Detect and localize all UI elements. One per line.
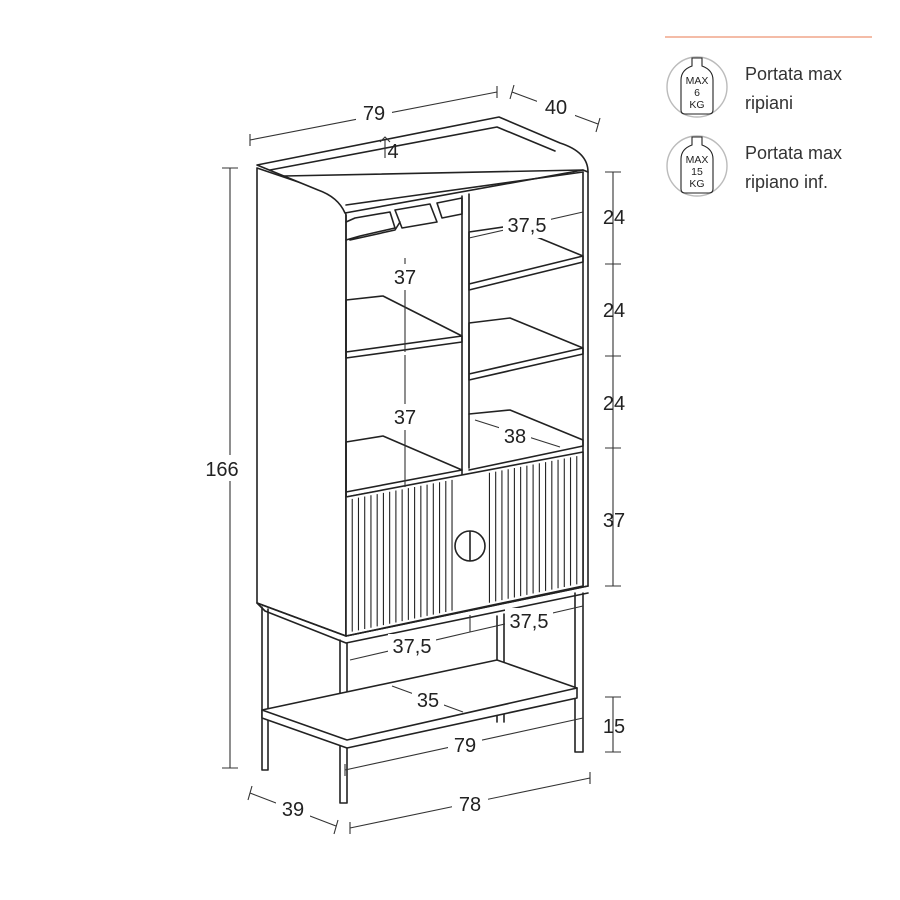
dim-bottom-shelf-depth: 35	[417, 690, 439, 712]
legend-label-line-2: ripiano inf.	[745, 172, 828, 192]
badge-line-unit: KG	[689, 178, 704, 190]
bottle-weight-icon	[666, 135, 728, 197]
legend-label-line-2: ripiani	[745, 93, 793, 113]
dim-compartment-upper: 37	[394, 267, 416, 289]
leg-front-right	[574, 592, 584, 753]
dim-door-height: 37	[603, 510, 625, 532]
left-shelf-lower	[345, 435, 463, 498]
dim-bottom-width: 79	[454, 735, 476, 757]
dim-right-h2: 24	[603, 300, 625, 322]
dim-right-h3: 24	[603, 393, 625, 415]
dim-base-depth: 39	[282, 799, 304, 821]
dim-shelf-depth: 38	[504, 426, 526, 448]
legend-item-bottom-shelf: MAX 15 KG Portata max ripiano inf.	[666, 135, 842, 197]
left-side-panel	[256, 167, 347, 637]
dim-bottom-shelf-height: 15	[603, 716, 625, 738]
right-shelf-3	[468, 409, 584, 471]
leg-back-left	[261, 606, 269, 771]
dim-right-h1: 24	[603, 207, 625, 229]
dim-top-depth: 40	[545, 97, 567, 119]
badge-line-unit: KG	[689, 99, 704, 111]
legend-item-shelves: MAX 6 KG Portata max ripiani	[666, 56, 842, 118]
door-flutes	[351, 456, 578, 632]
dim-top-lip: 4	[387, 141, 398, 163]
badge-line-weight: 6	[694, 87, 700, 99]
badge-line-max: MAX	[686, 154, 709, 166]
top-panel	[256, 116, 589, 214]
left-shelf-upper	[345, 295, 463, 359]
badge-line-max: MAX	[686, 75, 709, 87]
center-divider	[461, 193, 470, 471]
dim-base-width: 78	[459, 794, 481, 816]
dim-overall-height: 166	[205, 459, 238, 481]
dim-top-width: 79	[363, 103, 385, 125]
badge-line-weight: 15	[691, 166, 703, 178]
right-shelf-2	[468, 317, 584, 381]
legend-label-line-1: Portata max	[745, 64, 842, 84]
bottle-weight-icon	[666, 56, 728, 118]
dim-door-width-right: 37,5	[510, 611, 549, 633]
dim-shelf-width: 37,5	[508, 215, 547, 237]
dim-door-width-left: 37,5	[393, 636, 432, 658]
dim-compartment-lower: 37	[394, 407, 416, 429]
door-knob	[454, 530, 486, 562]
dimension-labels: 79 40 4 166 37,5 37 37 38 24 24 24 37 15…	[198, 94, 625, 823]
base-frame	[256, 585, 589, 644]
legend-label-line-1: Portata max	[745, 143, 842, 163]
glass-rack	[345, 197, 463, 241]
